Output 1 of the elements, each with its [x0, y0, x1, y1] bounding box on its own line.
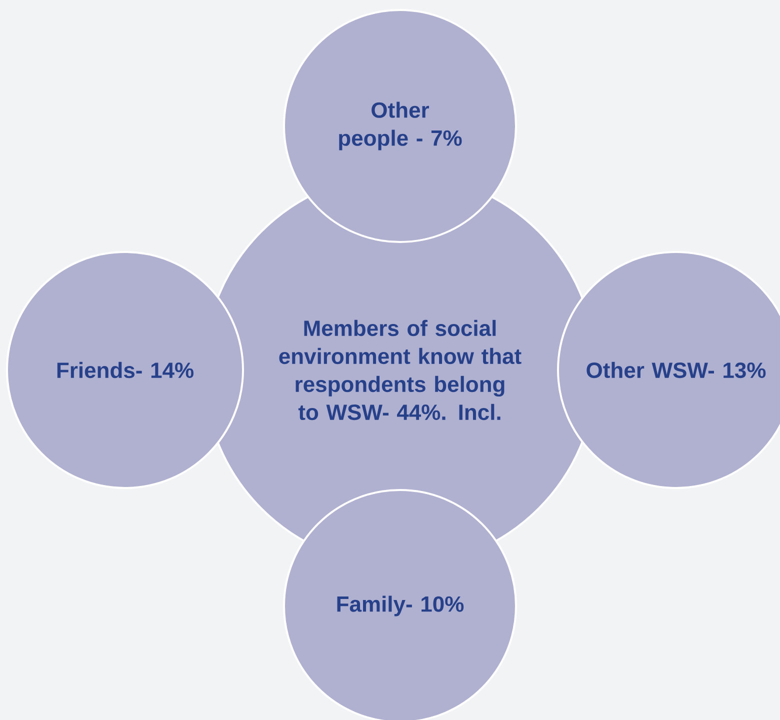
node-label: Family- 10%: [337, 596, 464, 616]
